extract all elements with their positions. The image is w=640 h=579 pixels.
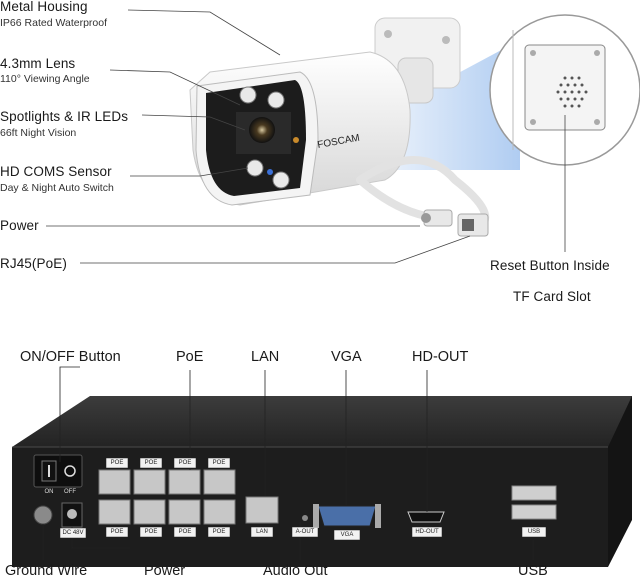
camera-leader-lines (46, 9, 566, 264)
label-on-off: ON/OFF Button (20, 349, 121, 365)
nvr-device (12, 396, 632, 567)
poe-tag-8: POE (208, 527, 230, 537)
usb-tag: USB (522, 527, 546, 537)
label-tf-card: TF Card Slot (513, 289, 591, 304)
vga-tag: VGA (334, 530, 360, 540)
rj45-jack (457, 213, 489, 237)
label-lan: LAN (251, 349, 280, 365)
switch-on-tag: ON (44, 489, 54, 495)
label-nvr-power: Power (144, 563, 186, 579)
dc-tag: DC 48V (60, 528, 86, 538)
poe-tag-1: POE (106, 458, 128, 468)
lan-tag: LAN (251, 527, 273, 537)
label-lens-sub: 110° Viewing Angle (0, 73, 90, 85)
label-vga: VGA (331, 349, 362, 365)
aout-tag: A-OUT (292, 527, 318, 537)
poe-tag-2: POE (140, 458, 162, 468)
hdout-tag: HD-OUT (412, 527, 442, 537)
label-power: Power (0, 218, 39, 233)
poe-tag-7: POE (174, 527, 196, 537)
label-spotlights: Spotlights & IR LEDs (0, 109, 129, 124)
label-sensor-sub: Day & Night Auto Switch (0, 182, 114, 194)
label-reset-button: Reset Button Inside (490, 258, 610, 273)
label-poe: PoE (176, 349, 204, 365)
poe-tag-4: POE (208, 458, 230, 468)
switch-off-tag: OFF (64, 489, 76, 495)
label-ground-wire: Ground Wire (5, 563, 88, 579)
zoom-detail (489, 14, 640, 166)
label-lens: 4.3mm Lens (0, 56, 76, 71)
camera-body: FOSCAM (189, 51, 411, 206)
label-audio-out: Audio Out (263, 563, 328, 579)
label-rj45: RJ45(PoE) (0, 256, 67, 271)
label-usb: USB (518, 563, 548, 579)
poe-tag-5: POE (106, 527, 128, 537)
power-jack (421, 209, 453, 227)
label-sensor: HD COMS Sensor (0, 164, 112, 179)
label-metal-housing: Metal Housing (0, 0, 88, 14)
poe-tag-6: POE (140, 527, 162, 537)
label-hd-out: HD-OUT (412, 349, 469, 365)
poe-tag-3: POE (174, 458, 196, 468)
label-metal-housing-sub: IP66 Rated Waterproof (0, 17, 107, 29)
label-spotlights-sub: 66ft Night Vision (0, 127, 77, 139)
